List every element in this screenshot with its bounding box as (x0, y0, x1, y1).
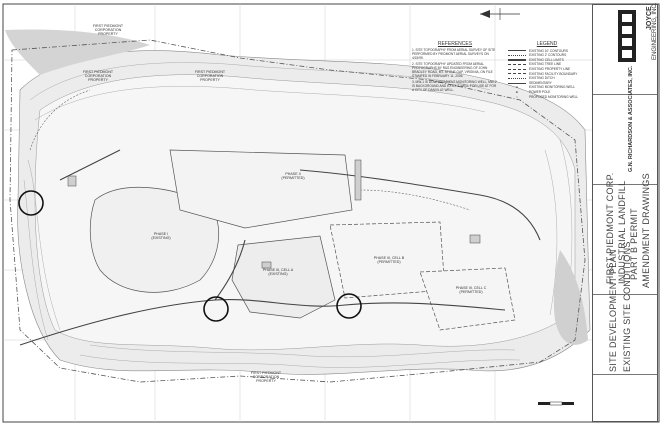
phase-3c-cell (419, 267, 516, 331)
sheet-number-block (593, 375, 657, 421)
property-label-top: FIRST PIEDMONT CORPORATION PROPERTY (92, 24, 124, 37)
title-block (592, 4, 658, 422)
monitoring-well-circle-west (18, 190, 44, 216)
phase-3b-cell (329, 221, 446, 299)
sheet-border (2, 3, 660, 423)
graphic-scale-bar (538, 401, 574, 406)
reference-item: 2. SITE TOPOGRAPHY UPDATED FROM AERIAL P… (412, 62, 493, 78)
legend-item: ○PROPOSED MONITORING WELL (508, 95, 586, 100)
power-pole-icon: ⊕ (515, 89, 519, 94)
consultant-name: G.N. RICHARDSON & ASSOCIATES, INC. (628, 65, 634, 172)
monitoring-well-circle-south (203, 296, 229, 322)
property-label-center: FIRST PIEDMONT CORPORATION PROPERTY (194, 70, 226, 83)
phase-2-cell (169, 149, 353, 229)
firm-subtitle: ENGINEERING, INC. (652, 2, 658, 60)
steep-slope-north (5, 29, 150, 76)
consultant-block (593, 95, 657, 185)
legend-item: EXISTING PROPERTY LINE (508, 67, 586, 72)
project-title-line-4: AMENDMENT DRAWINGS (641, 173, 651, 288)
proposed-well-icon: ○ (516, 94, 518, 99)
perimeter-ditch (29, 89, 471, 211)
sheet-title-block (593, 295, 657, 375)
monitoring-well-circle-east (336, 293, 362, 319)
steep-slope-east (553, 250, 588, 345)
legend-item: SEDIMENTARY (508, 81, 586, 86)
sheet-title-line-1: SITE DEVELOPMENT PLAN (608, 249, 618, 372)
legend-item: EXISTING FACILITY BOUNDARY (508, 72, 586, 77)
buildings (67, 159, 481, 269)
legend-item: EXISTING 10' CONTOURS (508, 49, 586, 54)
facility-boundary (9, 39, 586, 383)
reference-item: 1. SITE TOPOGRAPHY FROM AERIAL SURVEY OF… (412, 48, 496, 60)
property-label-bottom: FIRST PIEDMONT CORPORATION PROPERTY (250, 371, 282, 384)
joyce-logo-icon (618, 10, 636, 62)
sheet-title-line-2: EXISTING SITE CONDITIONS (622, 241, 632, 372)
phase-3a-cell (231, 235, 336, 319)
phase-3b-label: PHASE III, CELL B (PERMITTED) (373, 256, 405, 265)
references-title: REFERENCES (437, 41, 473, 47)
legend-item: EXISTING TREE LINE (508, 62, 586, 67)
phase-2-label: PHASE II (PERMITTED) (281, 172, 305, 181)
reference-item: 3. MW-1 IS DOWNGRADIENT MONITORING WELL,… (412, 80, 497, 92)
phase-1-label: PHASE I (EXISTING) (151, 232, 171, 241)
legend-title: LEGEND (536, 41, 558, 47)
references-notes: REFERENCES 1. SITE TOPOGRAPHY FROM AERIA… (412, 41, 498, 93)
access-roads (19, 149, 541, 346)
legend: LEGEND EXISTING 10' CONTOURS EXISTING 2'… (508, 42, 586, 99)
legend-item: ⊕POWER POLE (508, 90, 586, 95)
phase-3c-label: PHASE III, CELL C (PERMITTED) (455, 286, 487, 295)
monitoring-well-icon: ● (516, 85, 518, 90)
north-arrow-icon (480, 8, 520, 20)
property-label-left: FIRST PIEDMONT CORPORATION PROPERTY (82, 70, 114, 83)
phase-1-cell (89, 186, 220, 293)
project-block (593, 185, 657, 295)
revision-block (593, 5, 657, 95)
legend-item: EXISTING DITCH (508, 76, 586, 81)
legend-item: ●EXISTING MONITORING WELL (508, 85, 586, 90)
contour-lines (23, 62, 573, 368)
phase-3a-label: PHASE III, CELL A (EXISTING) (262, 268, 294, 277)
legend-item: EXISTING CELL LIMITS (508, 58, 586, 63)
legend-item: EXISTING 2' CONTOURS (508, 53, 586, 58)
